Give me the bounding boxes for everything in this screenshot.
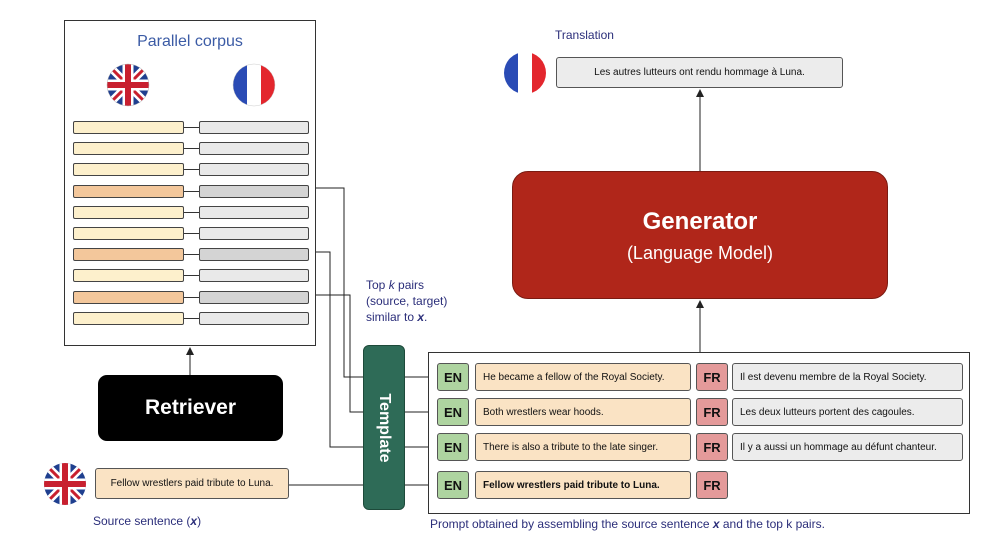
corpus-source-cell bbox=[73, 121, 184, 134]
corpus-pair-link bbox=[184, 212, 199, 213]
prompt-source-cell: He became a fellow of the Royal Society. bbox=[475, 363, 691, 391]
uk-flag-icon bbox=[106, 63, 150, 107]
prompt-source-cell: Both wrestlers wear hoods. bbox=[475, 398, 691, 426]
corpus-source-cell bbox=[73, 142, 184, 155]
corpus-source-cell bbox=[73, 248, 184, 261]
generator-block: Generator (Language Model) bbox=[512, 171, 888, 299]
fr-tag: FR bbox=[696, 471, 728, 499]
en-tag: EN bbox=[437, 471, 469, 499]
corpus-target-cell bbox=[199, 227, 309, 240]
fr-flag-icon bbox=[504, 52, 546, 94]
corpus-source-cell bbox=[73, 163, 184, 176]
corpus-pair-link bbox=[184, 169, 199, 170]
corpus-target-cell bbox=[199, 206, 309, 219]
fr-tag: FR bbox=[696, 398, 728, 426]
corpus-target-cell bbox=[199, 312, 309, 325]
en-tag: EN bbox=[437, 398, 469, 426]
prompt-source-cell: There is also a tribute to the late sing… bbox=[475, 433, 691, 461]
corpus-pair-link bbox=[184, 127, 199, 128]
corpus-source-cell bbox=[73, 206, 184, 219]
corpus-source-cell bbox=[73, 185, 184, 198]
translation-output-box: Les autres lutteurs ont rendu hommage à … bbox=[556, 57, 843, 88]
en-tag: EN bbox=[437, 363, 469, 391]
corpus-target-cell bbox=[199, 291, 309, 304]
template-block: Template bbox=[363, 345, 405, 510]
prompt-caption: Prompt obtained by assembling the source… bbox=[430, 517, 825, 531]
corpus-target-cell bbox=[199, 185, 309, 198]
fr-flag-icon bbox=[232, 63, 276, 107]
source-sentence-label: Source sentence (x) bbox=[93, 514, 202, 528]
fr-tag: FR bbox=[696, 363, 728, 391]
generator-title: Generator bbox=[642, 208, 758, 235]
corpus-source-cell bbox=[73, 269, 184, 282]
parallel-corpus-title: Parallel corpus bbox=[137, 33, 243, 50]
corpus-pair-link bbox=[184, 233, 199, 234]
corpus-source-cell bbox=[73, 227, 184, 240]
prompt-target-cell: Il est devenu membre de la Royal Society… bbox=[732, 363, 963, 391]
prompt-target-cell: Les deux lutteurs portent des cagoules. bbox=[732, 398, 963, 426]
fr-tag: FR bbox=[696, 433, 728, 461]
uk-flag-icon bbox=[44, 463, 86, 505]
corpus-pair-link bbox=[184, 318, 199, 319]
corpus-pair-link bbox=[184, 148, 199, 149]
corpus-pair-link bbox=[184, 275, 199, 276]
prompt-source-cell: Fellow wrestlers paid tribute to Luna. bbox=[475, 471, 691, 499]
corpus-target-cell bbox=[199, 121, 309, 134]
corpus-target-cell bbox=[199, 163, 309, 176]
corpus-pair-link bbox=[184, 254, 199, 255]
corpus-source-cell bbox=[73, 312, 184, 325]
corpus-pair-link bbox=[184, 297, 199, 298]
topk-label: Top k pairs (source, target) similar to … bbox=[366, 278, 448, 324]
prompt-target-cell: Il y a aussi un hommage au défunt chante… bbox=[732, 433, 963, 461]
corpus-target-cell bbox=[199, 269, 309, 282]
retriever-block: Retriever bbox=[98, 375, 283, 441]
translation-label: Translation bbox=[555, 28, 614, 42]
retriever-label: Retriever bbox=[144, 396, 237, 419]
corpus-pair-link bbox=[184, 191, 199, 192]
template-label: Template bbox=[376, 392, 393, 463]
source-sentence-box: Fellow wrestlers paid tribute to Luna. bbox=[95, 468, 289, 499]
en-tag: EN bbox=[437, 433, 469, 461]
corpus-source-cell bbox=[73, 291, 184, 304]
corpus-target-cell bbox=[199, 142, 309, 155]
corpus-target-cell bbox=[199, 248, 309, 261]
generator-subtitle: (Language Model) bbox=[626, 243, 774, 263]
